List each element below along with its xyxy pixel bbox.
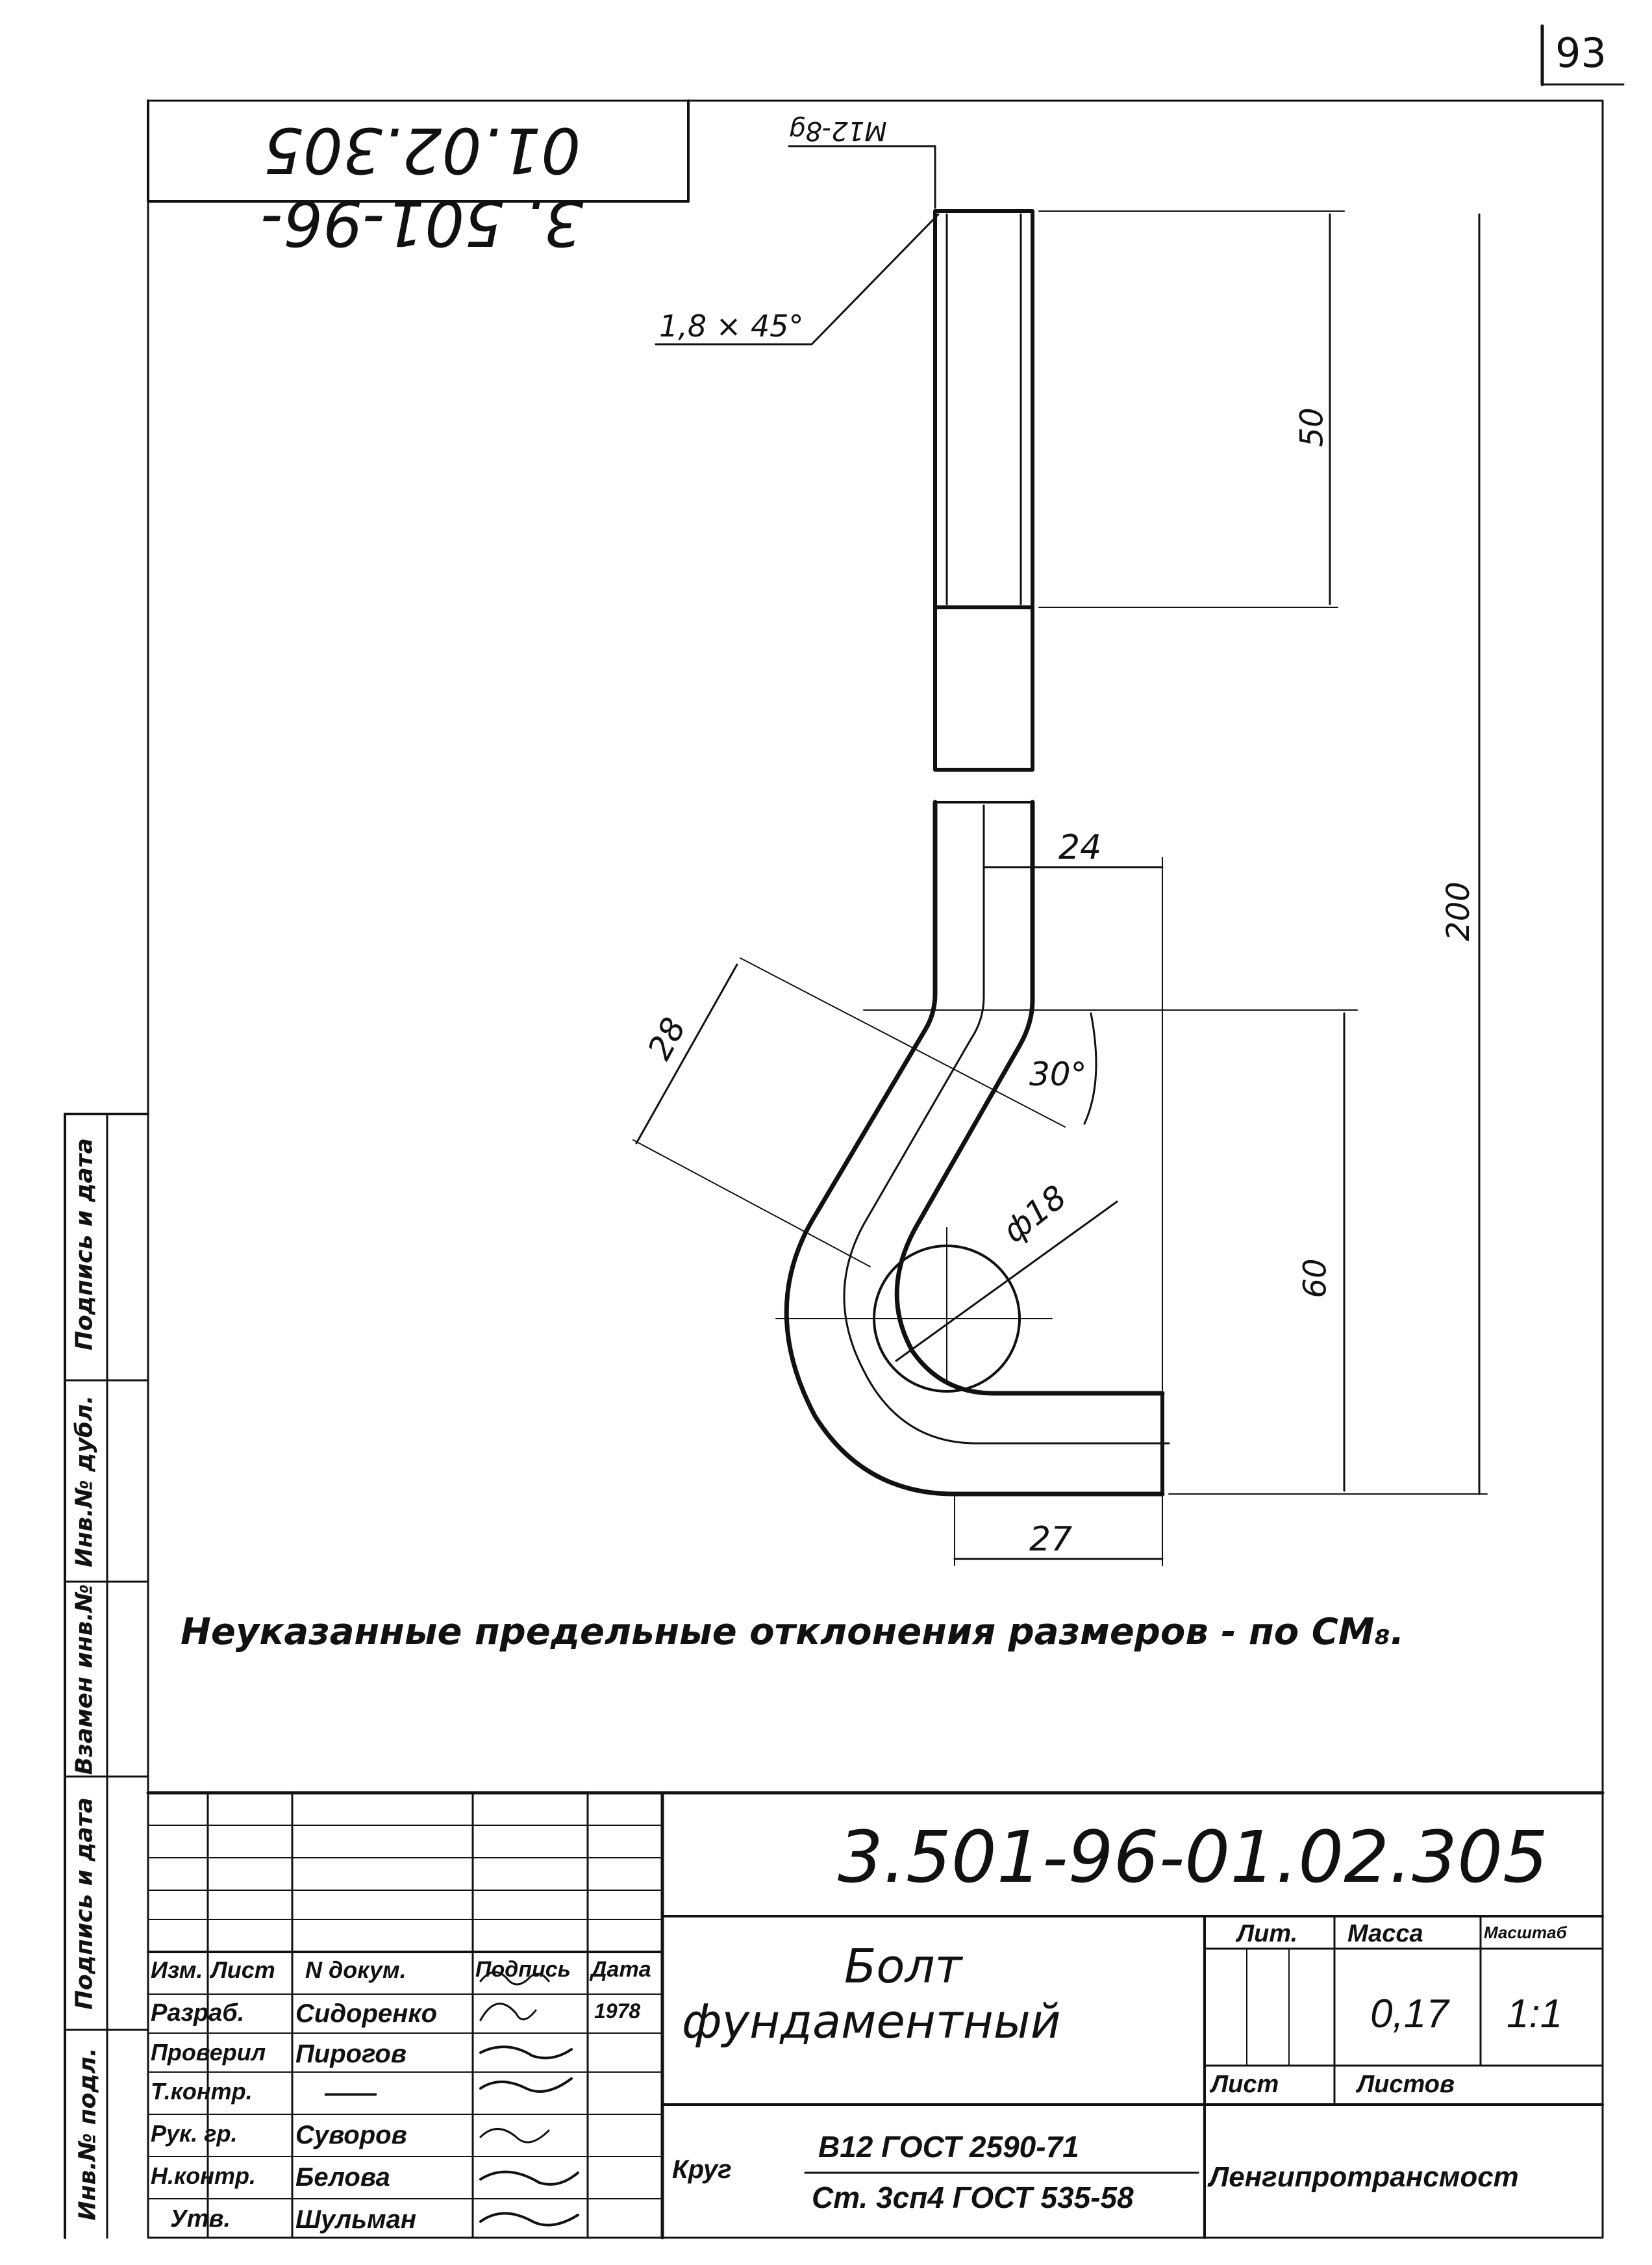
hook-outer-contour <box>784 800 1165 1497</box>
row-name: Белова <box>295 2163 390 2192</box>
signature-1 <box>479 1971 550 1986</box>
row-role: Разраб. <box>151 1999 245 2027</box>
strip-label-1: Подпись и дата <box>71 1138 98 1350</box>
lit-label: Лит. <box>1237 1920 1298 1947</box>
row-role: Н.контр. <box>151 2162 256 2189</box>
sheets-label: Листов <box>1357 2071 1455 2098</box>
signature-5 <box>479 2128 550 2144</box>
dim-30: 30° <box>1029 1056 1087 1093</box>
mass-value: 0,17 <box>1370 1992 1449 2036</box>
thread-spec: M12-8g <box>789 116 887 146</box>
hook-inner-contour <box>894 800 1165 1396</box>
organization: Ленгипротрансмост <box>1209 2161 1519 2193</box>
dim-24: 24 <box>1058 828 1102 867</box>
dim-27: 27 <box>1029 1520 1073 1559</box>
title-name-line2: фундаментный <box>682 1994 1061 2049</box>
signature-6 <box>479 2170 579 2186</box>
dim-60: 60 <box>1297 1258 1334 1298</box>
dim-50: 50 <box>1294 407 1331 448</box>
row-role: Утв. <box>170 2205 231 2233</box>
signature-2 <box>479 2003 537 2021</box>
row-role: Рук. гр. <box>151 2120 238 2147</box>
hdr-ndoc: N докум. <box>305 1956 407 1983</box>
strip-label-3: Взамен инв.№ <box>71 1584 98 1775</box>
material-line1: В12 ГОСТ 2590-71 <box>818 2130 1079 2164</box>
signature-3 <box>479 2045 573 2060</box>
row-name: —— <box>325 2079 377 2107</box>
dim-200: 200 <box>1440 881 1477 941</box>
mirrored-doc-code: 3. 501-96-01.02.305 <box>260 114 584 259</box>
strip-label-4: Подпись и дата <box>71 1797 98 2010</box>
dim-30-arc <box>1083 1012 1097 1125</box>
strip-label-5: Инв.№ подл. <box>74 2047 101 2221</box>
title-name-line1: Болт <box>844 1939 962 1993</box>
dim-28-line <box>635 963 738 1145</box>
hdr-izm: Изм. <box>151 1956 203 1983</box>
bolt-threaded-shank <box>933 209 1034 609</box>
row-role: Проверил <box>151 2039 266 2066</box>
signature-7 <box>479 2212 579 2227</box>
mass-label: Масса <box>1347 1920 1423 1947</box>
row-role: Т.контр. <box>151 2078 253 2105</box>
hdr-list: Лист <box>211 1956 275 1983</box>
hdr-sign: Подпись <box>475 1957 571 1982</box>
sheet-frame <box>147 99 1604 2239</box>
chamfer-leader <box>655 213 940 346</box>
page-number: 93 <box>1555 29 1607 77</box>
mirrored-code-box <box>147 99 690 203</box>
scale-label: Масштаб <box>1484 1923 1567 1942</box>
row-name: Шульман <box>295 2205 417 2234</box>
signature-4 <box>479 2077 573 2093</box>
diameter-leader <box>895 1200 1118 1362</box>
tolerance-note: Неуказанные предельные отклонения размер… <box>181 1611 1405 1653</box>
row-date: 1978 <box>594 1999 641 2023</box>
hdr-date: Дата <box>591 1957 651 1982</box>
dim-chamfer: 1,8 × 45° <box>659 309 804 344</box>
title-doc-code: 3.501-96-01.02.305 <box>838 1816 1549 1899</box>
row-name: Пирогов <box>295 2040 407 2068</box>
dim-28-ext-top <box>740 957 1066 1128</box>
sheet-label: Лист <box>1211 2071 1279 2098</box>
dim-28-ext-bottom <box>632 1139 871 1267</box>
scale-value: 1:1 <box>1507 1992 1563 2036</box>
material-line2: Ст. 3сп4 ГОСТ 535-58 <box>812 2181 1134 2214</box>
row-name: Суворов <box>295 2121 407 2149</box>
hook-axis <box>843 804 1170 1445</box>
material-label: Круг <box>672 2155 732 2184</box>
bolt-shank-lower <box>933 605 1034 772</box>
row-name: Сидоренко <box>295 1999 438 2028</box>
